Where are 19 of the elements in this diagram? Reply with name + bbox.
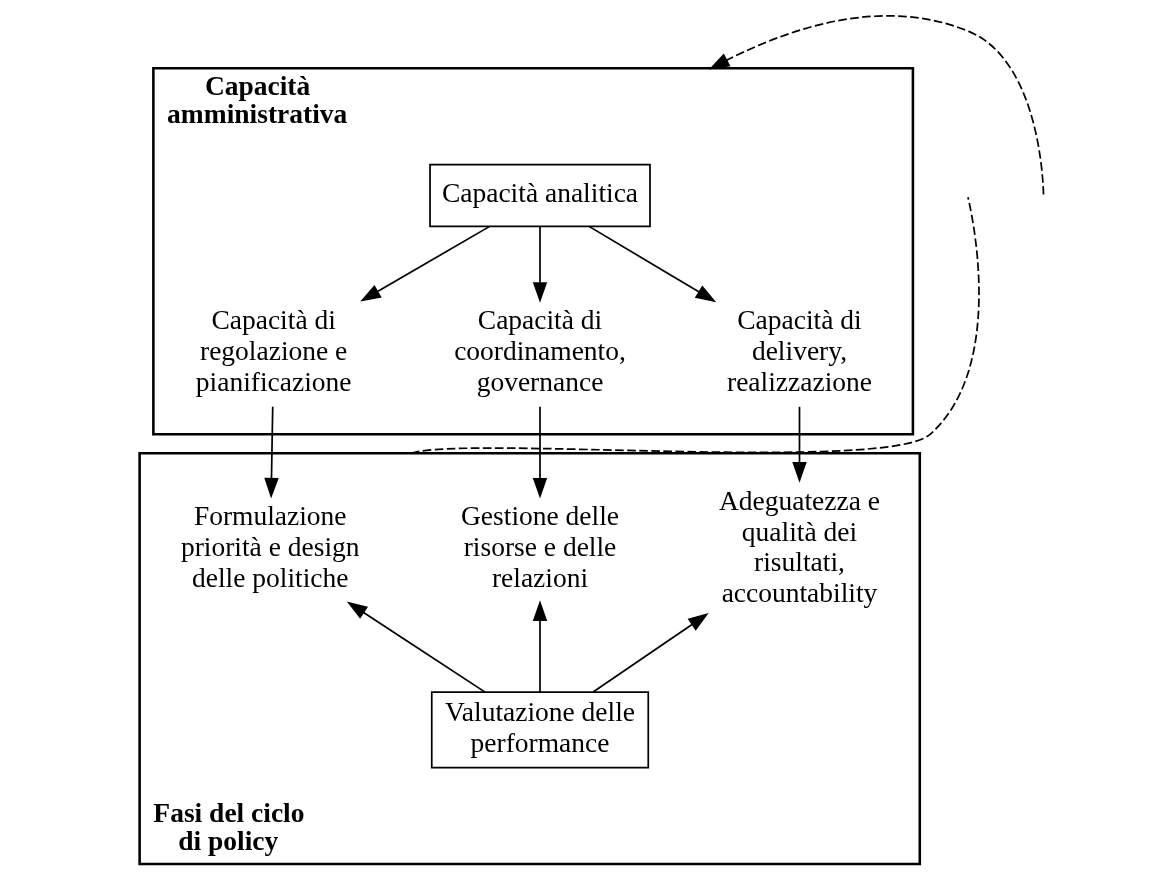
arrow xyxy=(532,405,547,499)
arrow xyxy=(591,613,709,693)
arrow xyxy=(346,601,486,693)
node-box: Valutazione delle performance xyxy=(430,691,649,769)
node-text: Capacità di delivery, realizzazione xyxy=(726,305,872,398)
node-text: Capacità di regolazione e pianificazione xyxy=(195,305,351,398)
arrow xyxy=(532,600,547,693)
connector xyxy=(409,196,980,455)
node-text: Formulazione priorità e design delle politiche xyxy=(180,501,360,593)
node-text: Capacità di coordinamento, governance xyxy=(453,305,626,398)
arrow xyxy=(708,15,1044,196)
node-text: Adeguatezza e qualità dei risultati, accountability xyxy=(718,485,880,609)
arrow xyxy=(532,226,547,303)
arrow xyxy=(791,405,807,483)
arrow xyxy=(359,225,490,302)
arrow xyxy=(588,225,716,303)
node-text: Gestione delle risorse e delle relazioni xyxy=(460,501,619,593)
node-box: Capacità analitica xyxy=(428,163,651,228)
arrow xyxy=(263,405,279,499)
